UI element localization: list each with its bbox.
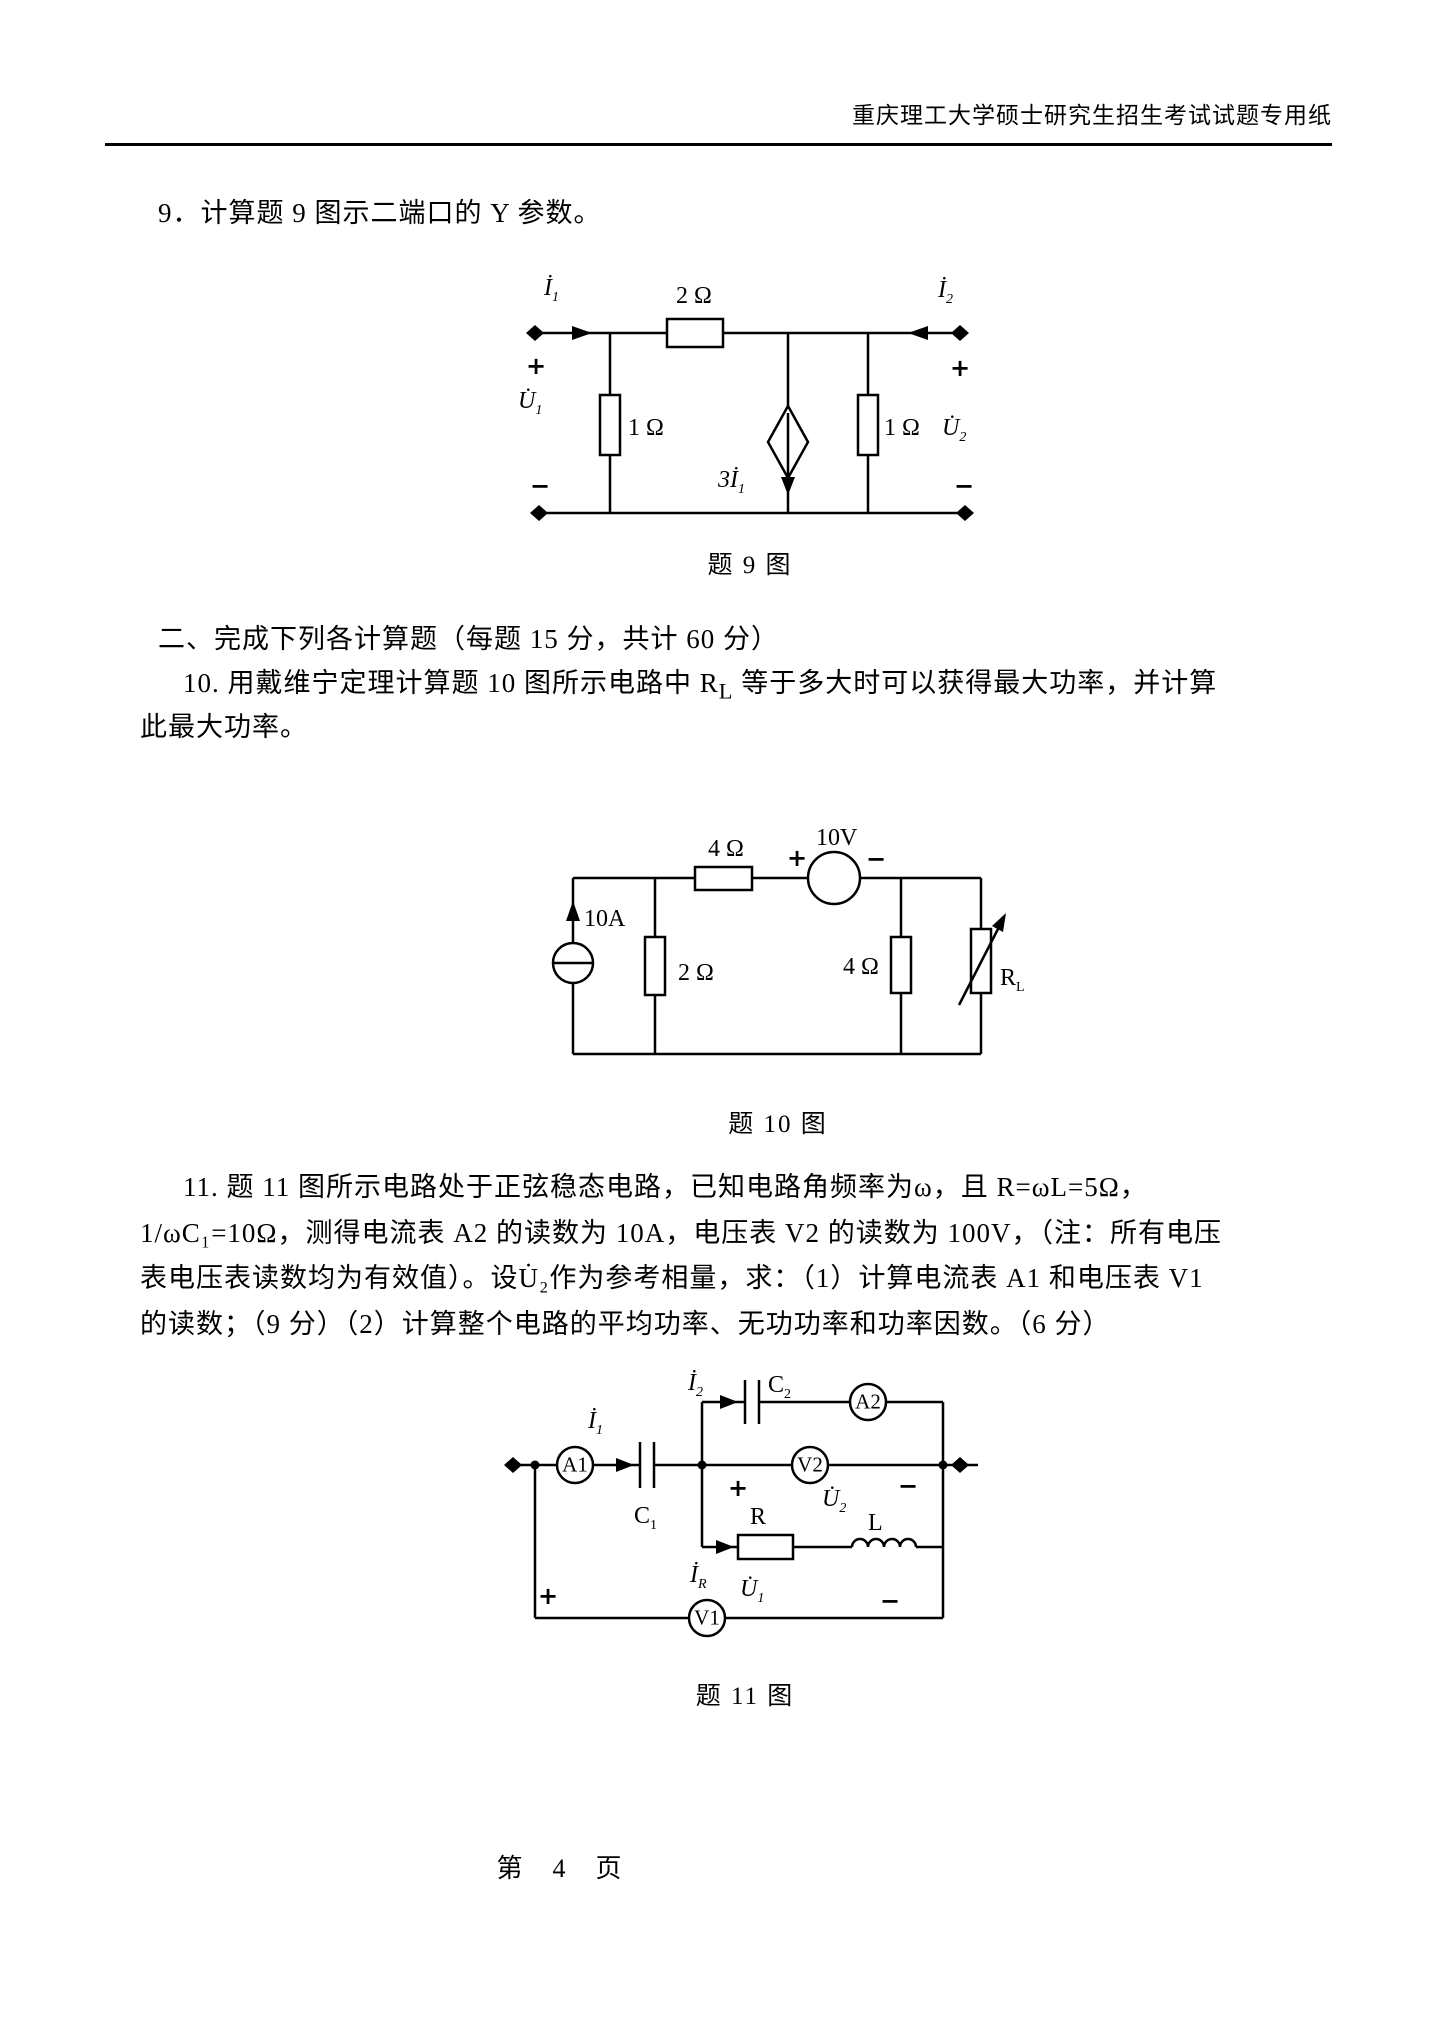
resistor-1ohm-left [598,393,622,457]
label-i2: İ2 [938,277,953,307]
label-r: R [750,1504,767,1530]
inductor-l [850,1537,918,1548]
current-arrows [572,326,928,340]
resistor-4ohm-top [693,865,754,892]
ammeter-a1-label: A1 [562,1452,588,1477]
label-10v: 10V [816,825,858,851]
label-2ohm: 2 Ω [676,283,712,309]
label-c1: C1 [634,1503,658,1533]
label-c2: C2 [768,1372,792,1402]
question-11-text-line1: 11. 题 11 图所示电路处于正弦稳态电路，已知电路角频率为ω，且 R=ωL=… [183,1172,1148,1202]
label-i2: İ2 [688,1370,703,1400]
current-arrows [616,1395,738,1554]
minus-sign-left: − [530,472,551,500]
circuit-9-caption: 题 9 图 [707,552,793,579]
label-u2: U̇2 [942,415,967,445]
voltage-source-10v [806,850,862,906]
label-10a: 10A [584,906,626,932]
label-4ohm-right: 4 Ω [843,954,879,980]
question-11-text-line2: 1/ωC₁=10Ω，测得电流表 A2 的读数为 10A，电压表 V2 的读数为 … [140,1218,1222,1248]
question-10-text-line1: 10. 用戴维宁定理计算题 10 图所示电路中 RL 等于多大时可以获得最大功率… [183,668,1218,704]
minus-sign: − [866,845,887,873]
load-resistor-rl [957,913,1006,1006]
ammeter-a1-circle [555,1445,595,1485]
resistor-4ohm-right [889,935,913,995]
header-rule [105,143,1332,146]
section-2-heading: 二、完成下列各计算题（每题 15 分，共计 60 分） [158,624,779,654]
circuit-10-diagram: 10A 2 Ω 4 Ω + 10V − 4 Ω RL [540,825,1050,1085]
circuit-11-caption: 题 11 图 [695,1683,795,1710]
wires [571,876,983,1056]
label-i1: İ1 [544,275,559,305]
question-11-text-line3: 表电压表读数均为有效值）。设U̇₂作为参考相量，求：（1）计算电流表 A1 和电… [140,1263,1204,1293]
circuit-11-diagram: İ1 A1 C1 İ2 C2 A2 V2 + − U̇2 R L İR + U̇… [500,1370,1000,1665]
resistor-1ohm-right [856,393,880,457]
plus-sign: + [787,844,808,872]
plus-sign-right: + [950,354,971,382]
minus-sign-bottom: − [880,1587,901,1615]
voltmeter-v1-circle [687,1598,727,1638]
question-11-text-line4: 的读数；（9 分）（2）计算整个电路的平均功率、无功功率和功率因数。（6 分） [140,1309,1111,1339]
ammeter-a2-circle [848,1382,888,1422]
capacitor-c1 [638,1442,656,1488]
minus-sign-right: − [954,472,975,500]
dependent-current-source [766,403,810,495]
plus-sign-left: + [526,352,547,380]
junction-dots [530,1460,948,1470]
port-terminals [526,325,974,521]
voltmeter-v1-label: V1 [694,1605,720,1630]
label-1ohm-right: 1 Ω [884,415,920,441]
voltmeter-v2-label: V2 [797,1452,823,1477]
page-number: 第 4 页 [496,1854,624,1883]
resistor-r [736,1533,795,1561]
label-i1: İ1 [588,1408,603,1438]
label-dependent-source: 3İ1 [718,467,745,497]
plus-sign-mid: + [728,1474,749,1502]
resistor-2ohm [643,935,667,997]
current-source-10a [551,901,595,985]
header-title: 重庆理工大学硕士研究生招生考试试题专用纸 [852,103,1332,128]
question-10-text-line2: 此最大功率。 [140,712,308,742]
ammeter-a2-label: A2 [855,1389,881,1414]
voltmeter-v2-circle [790,1445,830,1485]
minus-sign-mid: − [898,1472,919,1500]
capacitor-c2 [743,1380,761,1424]
plus-sign-bottom: + [538,1582,559,1610]
label-u1: U̇1 [740,1576,765,1606]
circuit-9-diagram: İ1 2 Ω İ2 + U̇1 − 1 Ω 3İ1 1 Ω + U̇2 − [480,255,995,585]
circuit-10-caption: 题 10 图 [728,1111,828,1138]
label-ir: İR [690,1562,707,1592]
port-terminals [504,1457,969,1473]
label-1ohm-left: 1 Ω [628,415,664,441]
label-4ohm-top: 4 Ω [708,836,744,862]
label-l: L [868,1510,883,1536]
question-9-text: 9．计算题 9 图示二端口的 Y 参数。 [158,198,602,228]
label-2ohm: 2 Ω [678,960,714,986]
label-u2: U̇2 [822,1486,847,1516]
circuit-11-schematic [504,1380,978,1638]
label-rl: RL [1000,965,1025,995]
circuit-9-schematic [526,317,974,521]
circuit-10-schematic [551,850,1006,1056]
label-u1: U̇1 [518,388,543,418]
resistor-2ohm-series [665,317,725,349]
